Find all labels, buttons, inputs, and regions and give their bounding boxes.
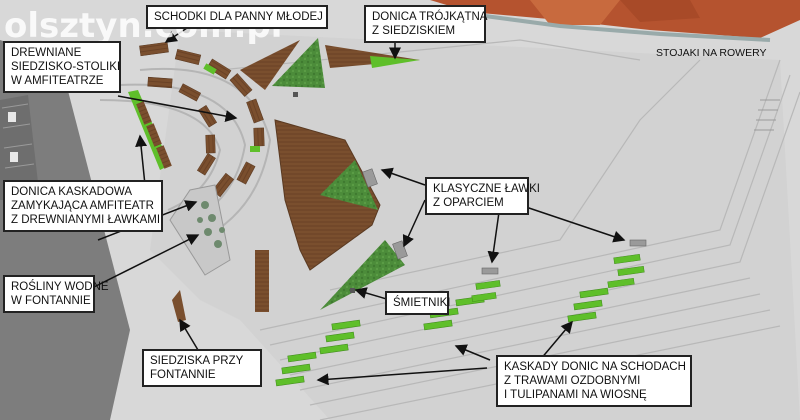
label-drewniane: DREWNIANE SIEDZISKO-STOLIKI W AMFITEATRZ… — [3, 41, 121, 93]
label-schodki: SCHODKI DLA PANNY MŁODEJ — [146, 5, 328, 29]
label-smietniki-text: ŚMIETNIKI — [393, 297, 451, 309]
label-kaskady-line-1: KASKADY DONIC NA SCHODACH — [504, 361, 686, 373]
building-edge — [439, 8, 771, 42]
stair-planters — [275, 253, 645, 387]
plaza — [150, 30, 800, 420]
label-drewniane-line-3: W AMFITEATRZE — [11, 75, 104, 87]
label-donica-kaskadowa-line-1: DONICA KASKADOWA — [11, 186, 132, 198]
label-donica-kaskadowa: DONICA KASKADOWA ZAMYKAJĄCA AMFITEATR Z … — [3, 180, 163, 232]
label-klasyczne: KLASYCZNE ŁAWKI Z OPARCIEM — [425, 177, 540, 215]
parking-markings — [8, 112, 18, 162]
amphitheatre-green-seats — [203, 63, 260, 152]
label-drewniane-line-1: DREWNIANE — [11, 47, 82, 59]
planter-grass-1 — [320, 160, 378, 210]
fountain-seat-2 — [172, 290, 186, 322]
roof-detail — [530, 0, 620, 25]
label-donica-trojkatna: DONICA TRÓJKĄTNA Z SIEDZISKIEM — [364, 5, 488, 43]
label-kaskady-line-3: I TULIPANAMI NA WIOSNĘ — [504, 389, 647, 401]
fountain-seat-1 — [255, 250, 269, 312]
label-siedziska: SIEDZISKA PRZY FONTANNIE — [142, 349, 262, 387]
label-kaskady: KASKADY DONIC NA SCHODACH Z TRAWAMI OZDO… — [496, 355, 692, 407]
classic-benches — [362, 168, 647, 275]
parking-spots — [1, 103, 37, 189]
label-klasyczne-line-2: Z OPARCIEM — [433, 197, 504, 209]
bike-racks — [754, 99, 780, 131]
roof-detail-2 — [620, 0, 700, 22]
label-donica-trojkatna-line-1: DONICA TRÓJKĄTNA — [372, 11, 488, 23]
trash-bins — [293, 92, 355, 293]
label-rosliny-line-2: W FONTANNIE — [11, 295, 91, 307]
label-smietniki: ŚMIETNIKI — [385, 291, 451, 315]
label-donica-kaskadowa-line-3: Z DREWNIANYMI ŁAWKAMI — [11, 214, 161, 226]
label-drewniane-line-2: SIEDZISKO-STOLIKI — [11, 61, 121, 73]
triangle-planter-seat — [370, 56, 420, 68]
water-plants — [197, 201, 225, 248]
label-rosliny: ROŚLINY WODNE W FONTANNIE — [3, 275, 109, 313]
grass-triangle-bottom — [320, 240, 405, 310]
label-rosliny-line-1: ROŚLINY WODNE — [11, 281, 109, 293]
label-stojaki-text: STOJAKI NA ROWERY — [656, 47, 767, 59]
label-kaskady-line-2: Z TRAWAMI OZDOBNYMI — [504, 375, 641, 387]
cascade-planter-benches — [136, 101, 172, 169]
label-donica-kaskadowa-line-2: ZAMYKAJĄCA AMFITEATR — [11, 200, 154, 212]
amphitheatre-benches — [139, 41, 265, 198]
label-klasyczne-line-1: KLASYCZNE ŁAWKI — [433, 183, 540, 195]
label-siedziska-line-1: SIEDZISKA PRZY — [150, 355, 244, 367]
label-siedziska-line-2: FONTANNIE — [150, 369, 216, 381]
label-stojaki: STOJAKI NA ROWERY — [650, 43, 774, 63]
triangle-planter-grass — [272, 38, 325, 88]
label-schodki-text: SCHODKI DLA PANNY MŁODEJ — [154, 11, 323, 23]
triangle-planter-wood — [240, 40, 300, 90]
building-roof — [430, 0, 800, 38]
stairs-lines — [219, 39, 800, 420]
label-donica-trojkatna-line-2: Z SIEDZISKIEM — [372, 25, 456, 37]
